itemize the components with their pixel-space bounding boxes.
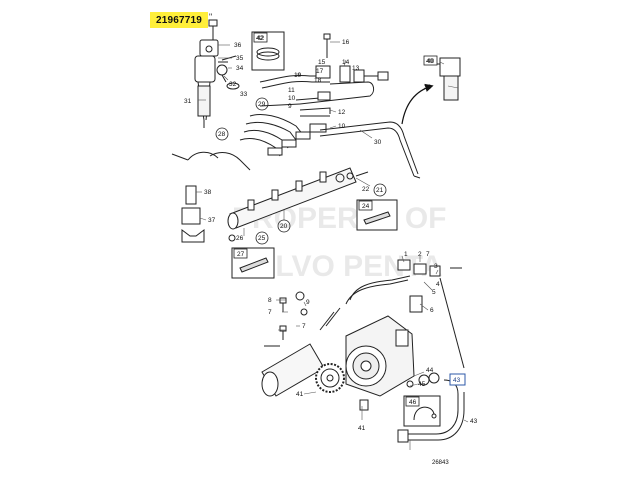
callout-3: 3 xyxy=(434,263,438,270)
circle-28 xyxy=(215,127,229,141)
callout-10b: 10 xyxy=(338,123,346,130)
callout-17: 17 xyxy=(316,68,324,75)
clamp-assembly xyxy=(181,185,205,243)
circled-29: 29 xyxy=(258,101,266,108)
callout-32: 32 xyxy=(229,81,237,88)
callout-1: 1 xyxy=(404,251,408,258)
callout-18: 18 xyxy=(314,77,322,84)
callout-35: 35 xyxy=(236,55,244,62)
return-line xyxy=(319,121,421,179)
circled-21: 21 xyxy=(376,187,384,194)
circled-callouts xyxy=(215,97,387,245)
callout-8: 8 xyxy=(268,297,272,304)
boxed-27: 27 xyxy=(237,251,245,258)
callout-7c: 7 xyxy=(302,323,306,330)
injector-assembly xyxy=(194,19,240,128)
callout-42: 42 xyxy=(256,35,264,42)
callout-labels: 36 35 34 32 33 31 42 16 19 15 14 13 17 1… xyxy=(184,35,478,432)
part-number-mark: " xyxy=(209,12,213,22)
callout-37: 37 xyxy=(208,217,216,224)
callout-40: 40 xyxy=(426,58,434,65)
circle-21 xyxy=(373,183,387,197)
part-number: 21967719 xyxy=(155,14,203,26)
callout-26: 26 xyxy=(236,235,244,242)
callout-31: 31 xyxy=(184,98,192,105)
pump-gear xyxy=(315,363,345,393)
filter-housing xyxy=(261,307,341,397)
callout-41a: 41 xyxy=(296,391,304,398)
callout-30: 30 xyxy=(374,139,382,146)
callout-10a: 10 xyxy=(288,95,296,102)
boxed-24: 24 xyxy=(362,203,370,210)
boxed-callout-frames xyxy=(233,32,466,407)
callout-41b: 41 xyxy=(358,425,366,432)
callout-14: 14 xyxy=(342,59,350,66)
callout-38: 38 xyxy=(204,189,212,196)
figure-number: 26843 xyxy=(432,460,449,466)
callout-16: 16 xyxy=(342,39,350,46)
high-pressure-pump xyxy=(345,315,440,411)
callout-43: 43 xyxy=(470,418,478,425)
part-number-highlight: 21967719 xyxy=(150,12,208,28)
circled-28: 28 xyxy=(218,131,226,138)
callout-7a: 7 xyxy=(426,251,430,258)
callout-4: 4 xyxy=(436,281,440,288)
callout-45: 45 xyxy=(418,381,426,388)
circle-20 xyxy=(277,219,291,233)
callout-13: 13 xyxy=(352,65,360,72)
callout-15: 15 xyxy=(318,59,326,66)
injector-pipes xyxy=(171,113,330,171)
boxed-46: 46 xyxy=(409,399,417,406)
callout-22: 22 xyxy=(362,186,370,193)
callout-6: 6 xyxy=(430,307,434,314)
callout-9b: 9 xyxy=(306,299,310,306)
callout-19: 19 xyxy=(294,72,302,79)
callout-2: 2 xyxy=(418,251,422,258)
bolt-16 xyxy=(323,33,331,58)
boxed-43: 43 xyxy=(453,377,461,384)
common-rail xyxy=(227,167,369,242)
boxed-42: 42 xyxy=(257,35,265,42)
callout-44: 44 xyxy=(426,367,434,374)
upper-pipe-cluster xyxy=(259,65,389,114)
callout-11: 11 xyxy=(288,87,295,94)
callout-9: 9 xyxy=(288,103,292,110)
circle-25 xyxy=(255,231,269,245)
callout-34: 34 xyxy=(236,65,244,72)
fasteners xyxy=(279,291,308,340)
callout-5: 5 xyxy=(432,289,436,296)
callout-arrow xyxy=(401,83,434,125)
pump-feed-pipe xyxy=(345,259,465,369)
callout-7b: 7 xyxy=(268,309,272,316)
callout-33: 33 xyxy=(240,91,248,98)
callout-39: 39 xyxy=(424,84,432,91)
callout-36: 36 xyxy=(234,42,242,49)
callout-12: 12 xyxy=(338,109,346,116)
circled-25: 25 xyxy=(258,235,266,242)
callout-20: 20 xyxy=(280,223,288,230)
pressure-sensor xyxy=(436,57,461,101)
boxed-40: 40 xyxy=(427,58,435,65)
circle-29 xyxy=(255,97,269,111)
